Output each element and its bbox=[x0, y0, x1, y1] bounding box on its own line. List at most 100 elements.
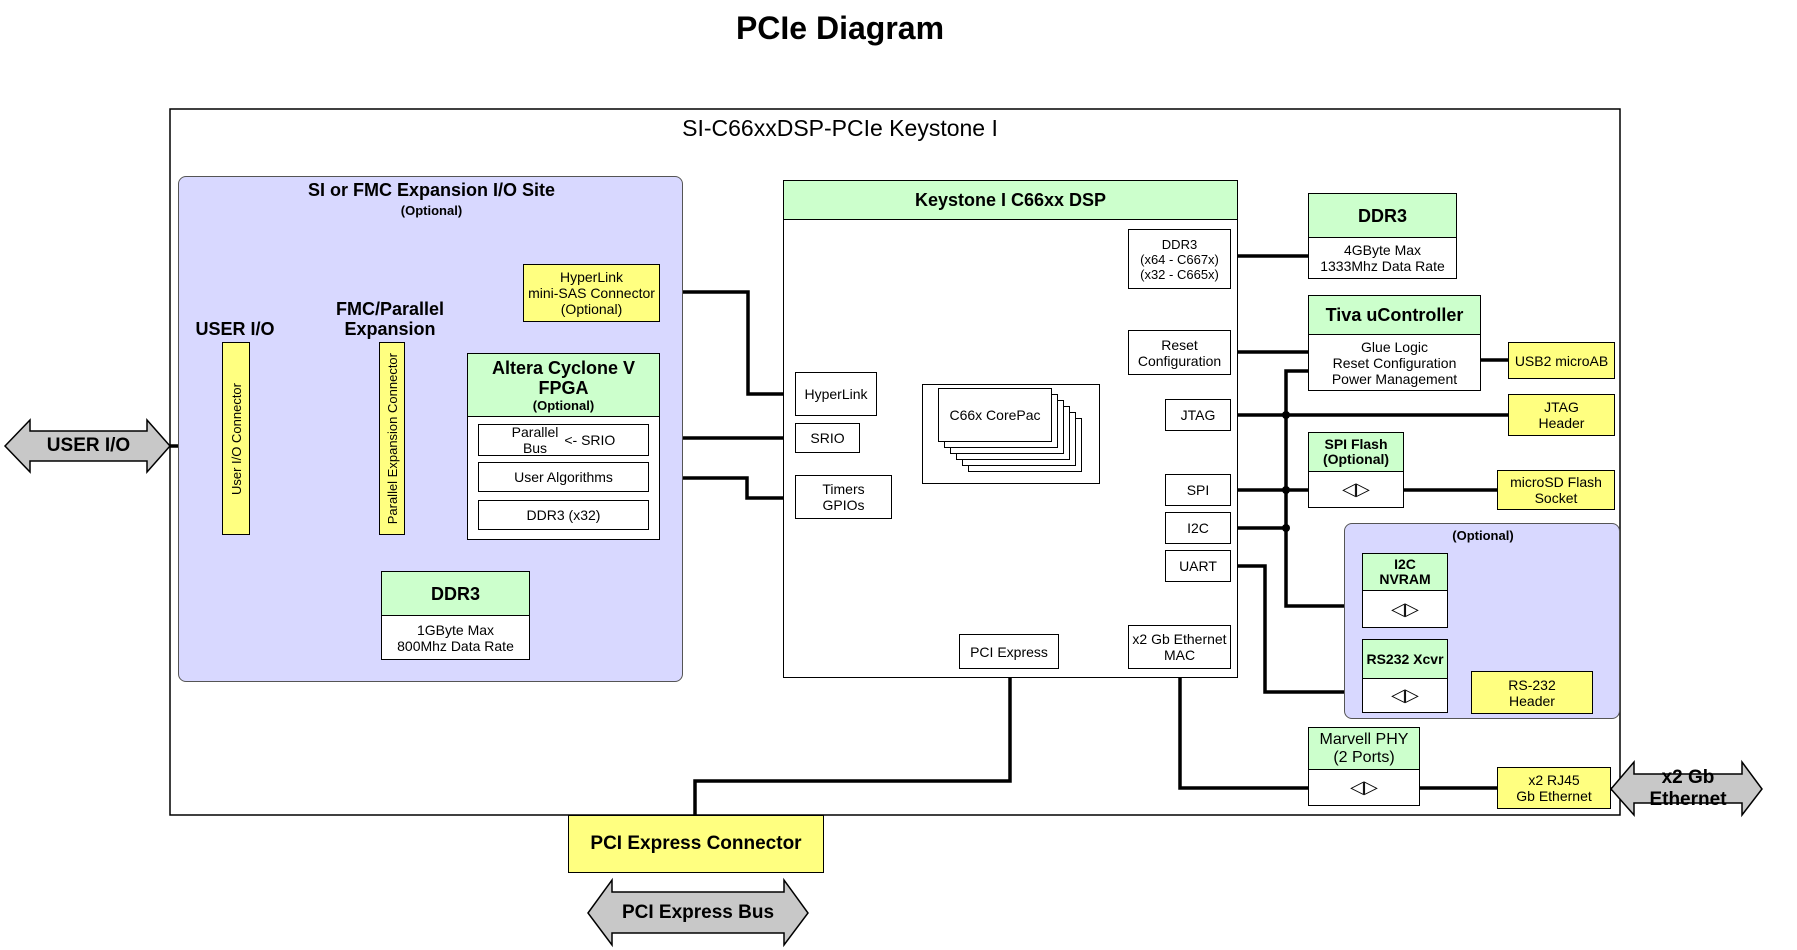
ddr3-4gb-specs: 4GByte Max 1333Mhz Data Rate bbox=[1309, 238, 1456, 278]
pci-express-connector: PCI Express Connector bbox=[568, 815, 824, 873]
fpga-parallel-label: Parallel Bus bbox=[512, 424, 559, 456]
fmc-parallel-label: FMC/Parallel Expansion bbox=[315, 298, 465, 340]
user-io-connector-label: User I/O Connector bbox=[228, 382, 244, 495]
dsp-timers-gpios: Timers GPIOs bbox=[795, 475, 892, 519]
rs232-header-line2: Header bbox=[1509, 692, 1555, 709]
tiva-controller: Tiva uController Glue Logic Reset Config… bbox=[1308, 295, 1481, 391]
fpga-user-algorithms: User Algorithms bbox=[478, 462, 649, 492]
spi-flash-arrow-icon: ◁▷ bbox=[1342, 479, 1370, 499]
spi-flash-line2: (Optional) bbox=[1322, 451, 1390, 467]
rs232-xcvr-block: RS232 Xcvr ◁▷ bbox=[1362, 639, 1448, 713]
eth-mac-line2: MAC bbox=[1163, 647, 1196, 663]
fpga-title-line2: FPGA bbox=[538, 377, 589, 398]
tiva-functions: Glue Logic Reset Configuration Power Man… bbox=[1309, 335, 1480, 390]
rs232-arrow-icon: ◁▷ bbox=[1391, 685, 1419, 705]
hyperlink-conn-line1: HyperLink bbox=[559, 269, 624, 285]
tiva-line3: Power Management bbox=[1331, 370, 1458, 387]
fpga-block: Altera Cyclone V FPGA (Optional) Paralle… bbox=[467, 353, 660, 540]
ddr3-1gb-line2: 800Mhz Data Rate bbox=[397, 637, 514, 654]
hyperlink-conn-line3: (Optional) bbox=[560, 301, 623, 317]
ddr3-1gb-line1: 1GByte Max bbox=[416, 621, 495, 638]
timers-line1: Timers bbox=[822, 481, 865, 497]
dsp-reset-config: Reset Configuration bbox=[1128, 330, 1231, 375]
expansion-site-optional: (Optional) bbox=[400, 202, 463, 218]
parallel-connector-label: Parallel Expansion Connector bbox=[384, 352, 400, 525]
fpga-title-line1: Altera Cyclone V bbox=[491, 357, 636, 378]
nvram-line2: NVRAM bbox=[1379, 571, 1431, 587]
spi-flash-header: SPI Flash (Optional) bbox=[1309, 433, 1403, 472]
fmc-label-line2: Expansion bbox=[344, 319, 436, 339]
fpga-parallel-line1: Parallel bbox=[511, 424, 559, 440]
dsp-uart: UART bbox=[1165, 550, 1231, 582]
nvram-header: I2C NVRAM bbox=[1363, 554, 1447, 591]
pci-bus-arrow-shape bbox=[587, 877, 809, 948]
fpga-header: Altera Cyclone V FPGA (Optional) bbox=[468, 354, 659, 417]
dsp-jtag: JTAG bbox=[1165, 399, 1231, 431]
ethernet-arrow-shape bbox=[1610, 759, 1763, 818]
dsp-ddr3-line1: DDR3 bbox=[1161, 236, 1198, 252]
spi-flash-line1: SPI Flash bbox=[1324, 436, 1388, 452]
marvell-line1: Marvell PHY bbox=[1319, 730, 1409, 748]
fpga-srio-label: <- SRIO bbox=[564, 432, 616, 448]
ddr3-4gb-line1: 4GByte Max bbox=[1343, 242, 1422, 258]
user-io-connector: User I/O Connector bbox=[222, 342, 250, 535]
pci-bus-arrow-label: PCI Express Bus bbox=[621, 902, 775, 923]
tiva-line2: Reset Configuration bbox=[1332, 354, 1457, 371]
tiva-line1: Glue Logic bbox=[1361, 338, 1428, 355]
dsp-hyperlink: HyperLink bbox=[795, 372, 877, 416]
ethernet-arrow-label: x2 Gb Ethernet bbox=[1649, 767, 1727, 810]
jtag-header-line1: JTAG bbox=[1544, 399, 1579, 415]
fpga-parallel-bus: Parallel Bus <- SRIO bbox=[478, 424, 649, 456]
marvell-phy-block: Marvell PHY (2 Ports) ◁▷ bbox=[1308, 727, 1420, 806]
marvell-header: Marvell PHY (2 Ports) bbox=[1309, 728, 1419, 770]
expansion-site-title: SI or FMC Expansion I/O Site bbox=[307, 180, 556, 200]
fpga-parallel-line2: Bus bbox=[522, 440, 548, 456]
timers-line2: GPIOs bbox=[822, 497, 865, 513]
ddr3-4gb-line2: 1333Mhz Data Rate bbox=[1320, 258, 1445, 274]
ddr3-1gb-block: DDR3 1GByte Max 800Mhz Data Rate bbox=[381, 571, 530, 660]
jtag-header-line2: Header bbox=[1538, 415, 1585, 431]
jtag-header: JTAG Header bbox=[1508, 394, 1615, 436]
hyperlink-connector: HyperLink mini-SAS Connector (Optional) bbox=[523, 264, 660, 322]
reset-line1: Reset bbox=[1161, 336, 1198, 353]
ddr3-1gb-title: DDR3 bbox=[382, 572, 529, 616]
optional-group-label: (Optional) bbox=[1452, 527, 1514, 543]
board-outline bbox=[169, 108, 1621, 816]
spi-flash-block: SPI Flash (Optional) ◁▷ bbox=[1308, 432, 1404, 508]
eth-mac-line1: x2 Gb Ethernet bbox=[1132, 631, 1227, 647]
page-title: PCIe Diagram bbox=[735, 9, 945, 46]
rj45-connector: x2 RJ45 Gb Ethernet bbox=[1497, 767, 1611, 809]
fpga-optional: (Optional) bbox=[532, 397, 595, 413]
tiva-title: Tiva uController bbox=[1309, 296, 1480, 335]
dsp-title: Keystone I C66xx DSP bbox=[784, 181, 1237, 220]
rs232-header-line1: RS-232 bbox=[1508, 676, 1556, 693]
dsp-ddr3-line3: (x32 - C665x) bbox=[1140, 266, 1219, 282]
ddr3-1gb-specs: 1GByte Max 800Mhz Data Rate bbox=[382, 616, 529, 659]
rs232-header-connector: RS-232 Header bbox=[1471, 671, 1593, 714]
rj45-line2: Gb Ethernet bbox=[1516, 788, 1592, 804]
dsp-srio: SRIO bbox=[795, 423, 860, 453]
marvell-arrow-icon: ◁▷ bbox=[1350, 777, 1378, 797]
parallel-expansion-connector: Parallel Expansion Connector bbox=[379, 342, 405, 535]
hyperlink-conn-line2: mini-SAS Connector bbox=[528, 285, 655, 301]
microsd-line1: microSD Flash bbox=[1510, 474, 1602, 490]
rs232-header: RS232 Xcvr bbox=[1363, 640, 1447, 679]
ddr3-4gb-block: DDR3 4GByte Max 1333Mhz Data Rate bbox=[1308, 193, 1457, 279]
corepac-front: C66x CorePac bbox=[938, 388, 1052, 442]
dsp-ethernet-mac: x2 Gb Ethernet MAC bbox=[1128, 625, 1231, 669]
dsp-i2c: I2C bbox=[1165, 512, 1231, 544]
microsd-socket: microSD Flash Socket bbox=[1497, 470, 1615, 510]
i2c-nvram-block: I2C NVRAM ◁▷ bbox=[1362, 553, 1448, 628]
marvell-line2: (2 Ports) bbox=[1333, 748, 1395, 766]
nvram-line1: I2C bbox=[1394, 556, 1416, 572]
rj45-line1: x2 RJ45 bbox=[1528, 772, 1580, 788]
board-title: SI-C66xxDSP-PCIe Keystone I bbox=[682, 114, 998, 141]
dsp-pci-express: PCI Express bbox=[959, 634, 1059, 669]
user-io-label: USER I/O bbox=[195, 319, 275, 339]
dsp-ddr3-line2: (x64 - C667x) bbox=[1140, 251, 1219, 267]
microsd-line2: Socket bbox=[1534, 490, 1578, 506]
ddr3-4gb-title: DDR3 bbox=[1309, 194, 1456, 238]
user-io-arrow-label: USER I/O bbox=[46, 435, 131, 456]
usb-microab: USB2 microAB bbox=[1508, 342, 1615, 379]
wire-junction-dots bbox=[1282, 411, 1290, 532]
